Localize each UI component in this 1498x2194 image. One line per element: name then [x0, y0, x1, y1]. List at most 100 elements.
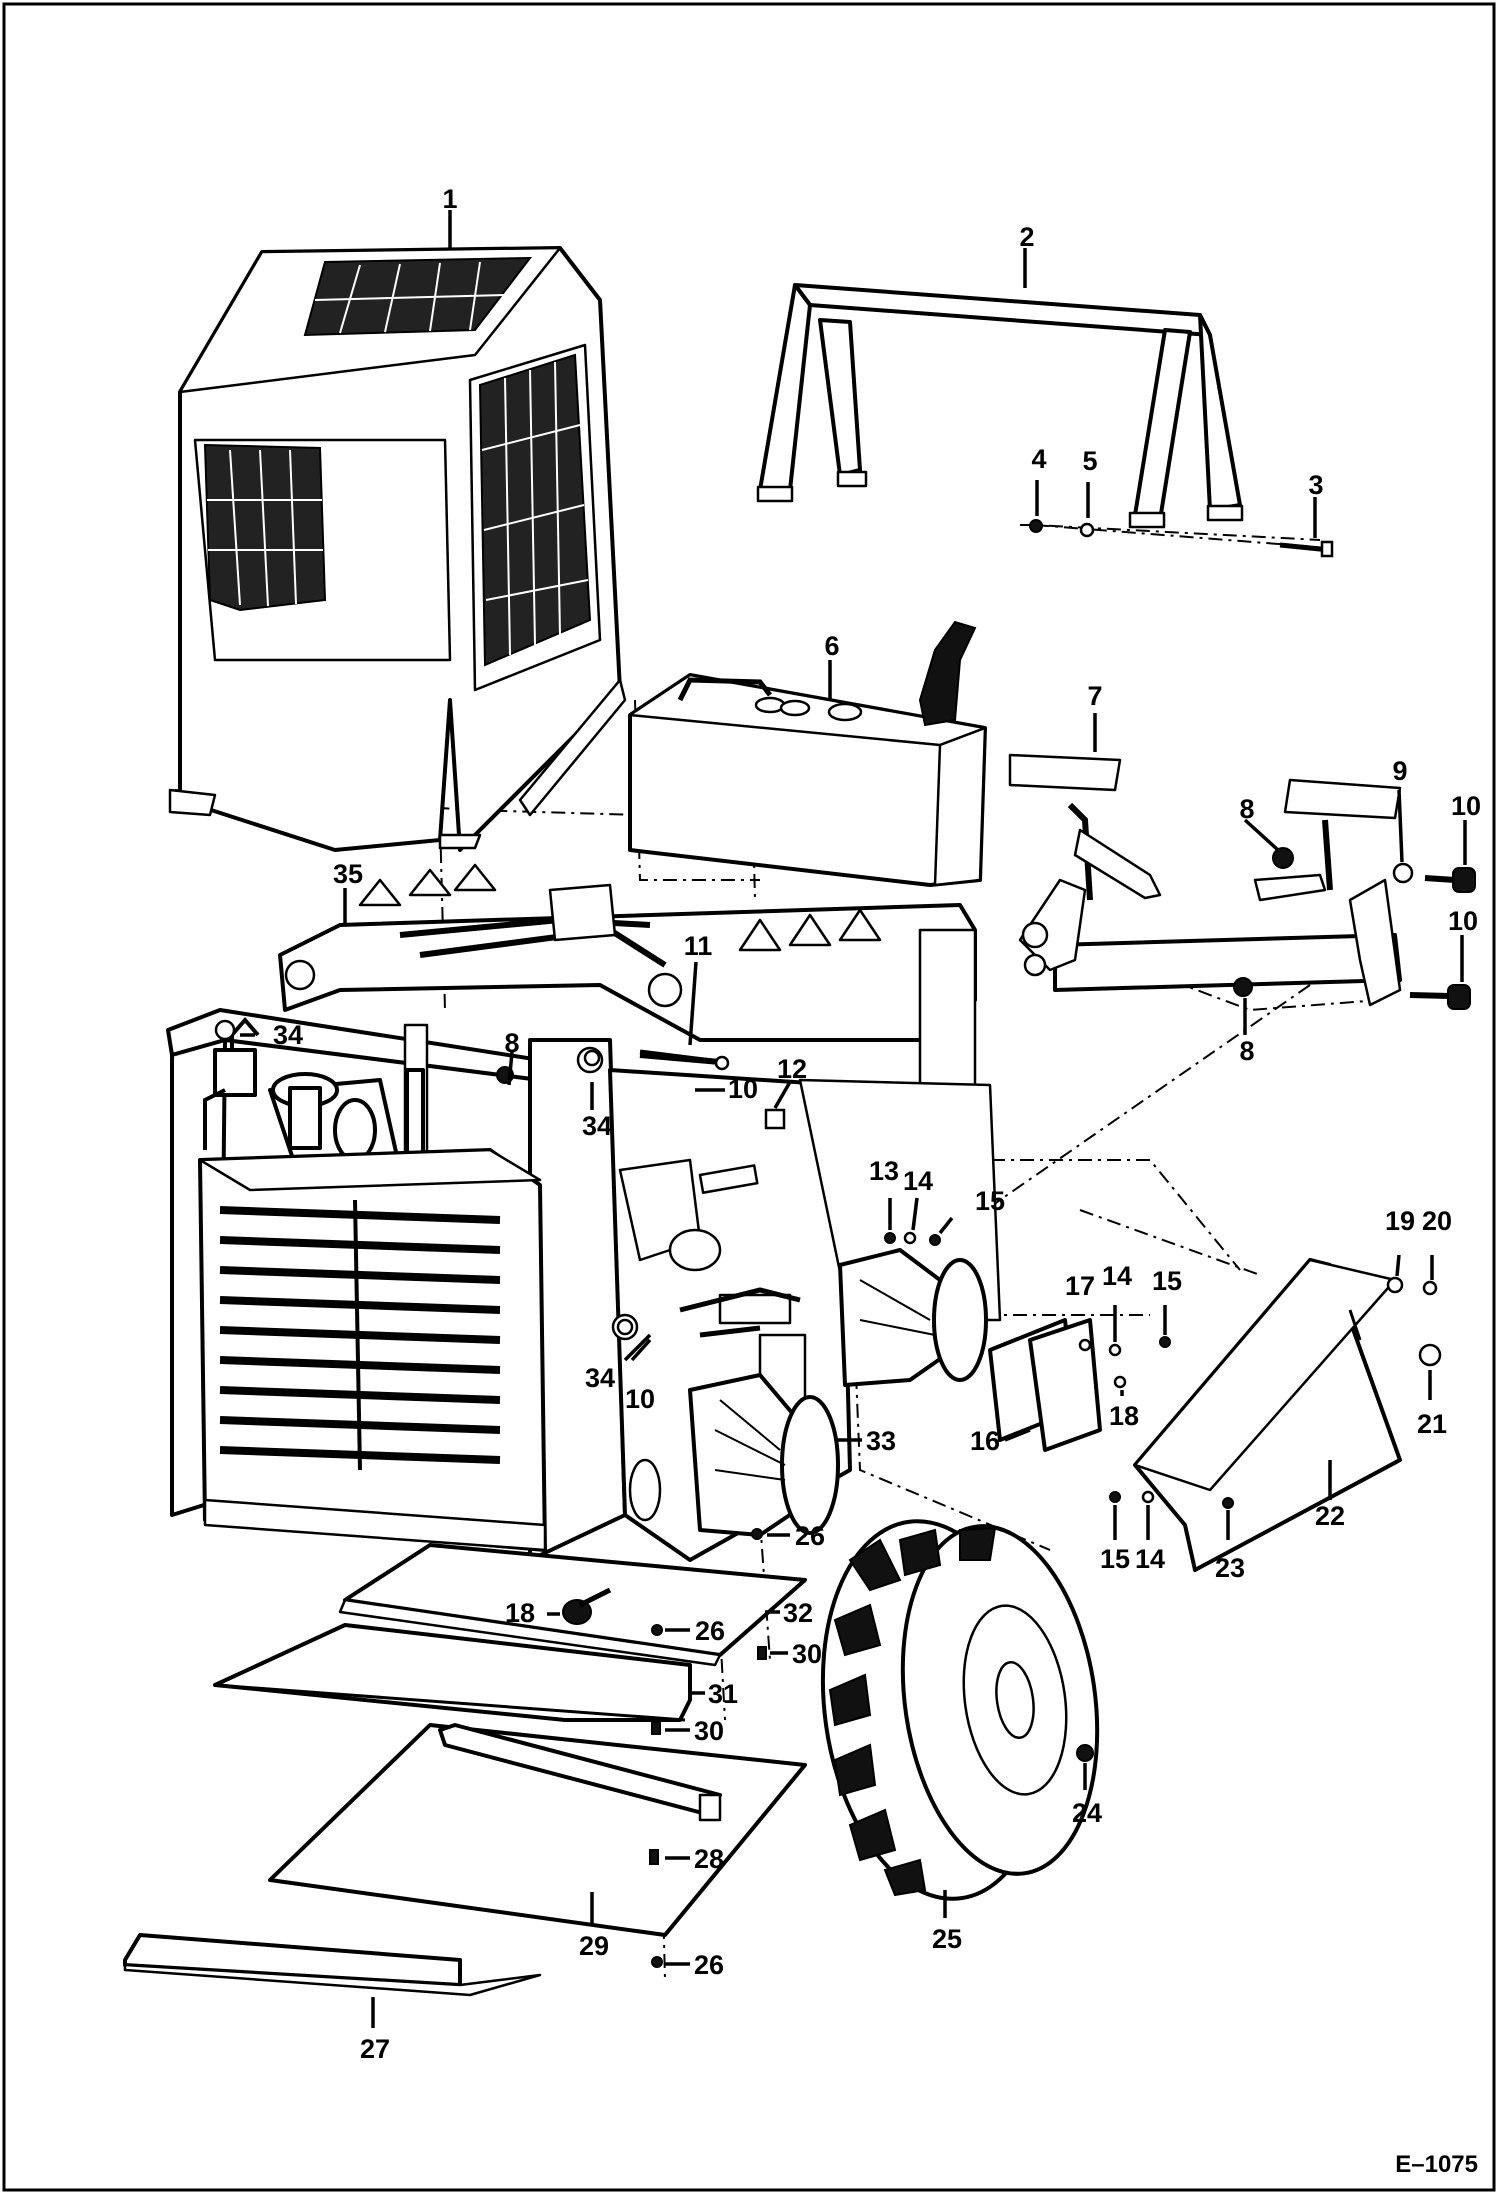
part-17-hole: [1078, 1338, 1092, 1352]
callout-10-lower: 10: [1448, 906, 1478, 936]
callout-4: 4: [1031, 444, 1046, 474]
callout-14-lower: 14: [1135, 1544, 1165, 1574]
callout-29: 29: [579, 1931, 609, 1961]
part-19-washer: [1386, 1276, 1404, 1294]
callout-8-upper: 8: [1239, 794, 1254, 824]
callout-8-lower: 8: [1239, 1036, 1254, 1066]
part-8-bushing-lower: [1233, 977, 1253, 997]
part-12-bushing: [764, 1108, 786, 1130]
callout-18-left: 18: [505, 1598, 535, 1628]
callout-26-lower: 26: [694, 1950, 724, 1980]
callout-15-upper: 15: [975, 1186, 1005, 1216]
part-26-bolt-a: [751, 1528, 763, 1540]
callout-16: 16: [970, 1426, 1000, 1456]
fuel-filler-neck: [918, 620, 977, 727]
callout-30-upper: 30: [792, 1639, 822, 1669]
callout-12: 12: [777, 1054, 807, 1084]
callout-35: 35: [333, 859, 363, 889]
part-33-axle-housing-rear: [838, 1248, 988, 1387]
callout-7: 7: [1087, 681, 1102, 711]
callout-31: 31: [708, 1679, 738, 1709]
callout-27: 27: [360, 2034, 390, 2064]
fuel-cap: [827, 702, 863, 722]
part-18-washer-a: [1113, 1375, 1127, 1389]
part-28-bolt: [649, 1849, 659, 1865]
callout-18-right: 18: [1109, 1401, 1139, 1431]
part-2-rops-frame: [756, 283, 1331, 549]
callout-19: 19: [1385, 1206, 1415, 1236]
callout-11: 11: [684, 931, 713, 961]
callout-25: 25: [932, 1924, 962, 1954]
callout-17: 17: [1065, 1271, 1095, 1301]
part-10-pin-upper: [1424, 867, 1476, 893]
callout-26-middle: 26: [695, 1616, 725, 1646]
callout-3: 3: [1308, 470, 1323, 500]
part-3-bolt: [1279, 540, 1334, 558]
callout-10-center: 10: [728, 1074, 758, 1104]
part-15-bolt-b: [1159, 1336, 1171, 1348]
part-10-pin-lower: [1409, 984, 1471, 1010]
callout-10-left: 10: [625, 1384, 655, 1414]
part-5-washer: [1079, 522, 1095, 538]
part-31-belly-pan-middle: [213, 1623, 692, 1722]
callout-34-lower: 34: [585, 1363, 615, 1393]
part-8-bushing-upper: [1272, 847, 1294, 869]
part-30-bolt-b: [651, 1721, 661, 1735]
part-13-nut: [884, 1232, 896, 1244]
engine-grille: [198, 1148, 547, 1552]
part-9-washer: [1392, 862, 1414, 884]
callout-21: 21: [1417, 1409, 1447, 1439]
part-6-fuel-tank: [628, 620, 987, 887]
cab-left-screen: [203, 443, 327, 612]
part-26-bolt-c: [651, 1956, 663, 1968]
part-14-washer-b: [1108, 1343, 1122, 1357]
callout-2: 2: [1019, 222, 1034, 252]
part-25-wheel-tire: [820, 1519, 1100, 1901]
callout-5: 5: [1082, 446, 1097, 476]
part-17-cover-plate: [1028, 1318, 1102, 1452]
part-18-drain-plug: [562, 1587, 612, 1625]
part-21-grommet: [1418, 1343, 1442, 1367]
callout-15-right: 15: [1152, 1266, 1182, 1296]
callout-22: 22: [1315, 1501, 1345, 1531]
part-15-bolt-c: [1109, 1491, 1121, 1503]
callout-labels: 1 2 3 4 5 6 7 8 9 10 10 8 35 11 12 10 8 …: [273, 184, 1481, 2064]
callout-9: 9: [1392, 756, 1407, 786]
drawing-code: E–1075: [1395, 2151, 1478, 2178]
callout-33: 33: [866, 1426, 896, 1456]
part-27-rear-skid: [123, 1933, 542, 1997]
part-14-washer-c: [1141, 1490, 1155, 1504]
callout-24: 24: [1072, 1798, 1102, 1828]
part-34-bushing-a: [214, 1019, 236, 1041]
callout-14-right: 14: [1102, 1261, 1132, 1291]
part-7-lift-link: [1008, 753, 1402, 1007]
callout-15-lower: 15: [1100, 1544, 1130, 1574]
part-4-nut: [1029, 519, 1043, 533]
callout-32: 32: [783, 1598, 813, 1628]
part-14-washer-a: [903, 1231, 917, 1245]
part-30-bolt-a: [757, 1646, 767, 1660]
part-22-fender-cover: [1133, 1258, 1402, 1572]
part-26-bolt-b: [651, 1624, 663, 1636]
callout-6: 6: [824, 631, 839, 661]
callout-28: 28: [694, 1844, 724, 1874]
callout-34-upper: 34: [582, 1111, 612, 1141]
part-34-bushing-b: [583, 1049, 601, 1067]
part-33-axle-housing-front: [688, 1373, 840, 1537]
callout-30-lower: 30: [694, 1716, 724, 1746]
callout-1: 1: [442, 184, 457, 214]
part-24-wheel-nut: [1076, 1744, 1094, 1762]
part-20-nut: [1422, 1280, 1438, 1296]
callout-26-upper: 26: [795, 1521, 825, 1551]
part-11-pivot-pin: [639, 1052, 730, 1071]
callout-23: 23: [1215, 1553, 1245, 1583]
cab-side-screen: [478, 353, 592, 667]
part-23-screw: [1222, 1497, 1234, 1509]
part-15-bolt-a: [929, 1234, 941, 1246]
leader-lines: [240, 210, 1467, 2028]
part-29-belly-pan-lower: [268, 1723, 807, 1937]
callout-8-center: 8: [504, 1028, 519, 1058]
